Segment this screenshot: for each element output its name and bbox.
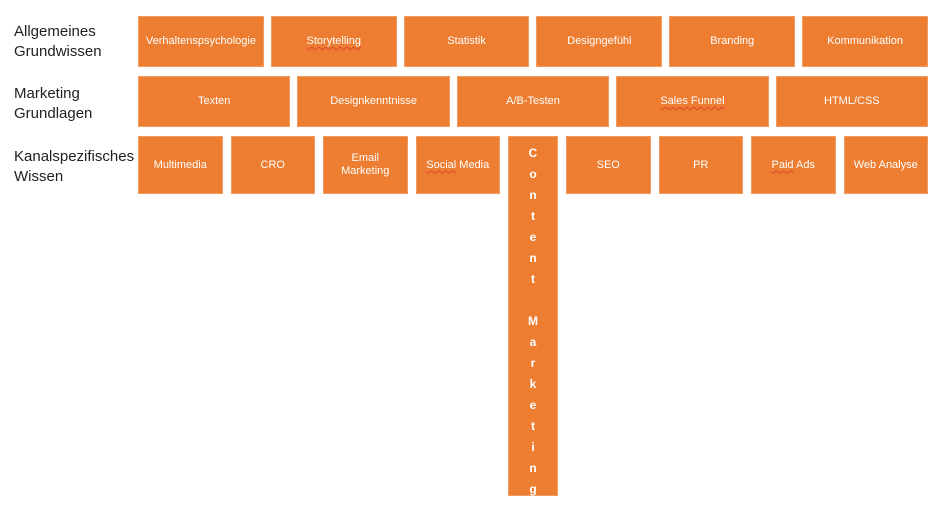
vertical-letter: e	[529, 230, 537, 244]
skill-box-seo: SEO	[566, 136, 651, 194]
skill-box-label: Storytelling	[307, 35, 361, 48]
skill-box-storytelling: Storytelling	[270, 16, 397, 67]
skill-box-designgef-hl: Designgefühl	[536, 16, 663, 67]
skill-rows: Verhaltenspsychologie Storytelling Statist…	[138, 16, 929, 496]
row-label-line: Grundlagen	[14, 105, 93, 122]
skill-box-sales-funnel: Sales Funnel	[616, 76, 769, 127]
skill-box-label: Statistik	[447, 35, 486, 47]
vertical-letter: t	[531, 419, 535, 433]
skill-box-label: Verhaltenspsychologie	[145, 35, 256, 47]
row-label-allgemeines-grundwissen: Allgemeines Grundwissen	[14, 22, 140, 62]
vertical-letter: t	[531, 272, 535, 286]
vertical-letter: g	[529, 482, 537, 496]
vertical-letter: o	[529, 167, 537, 181]
skill-box-web-analyse: Web Analyse	[843, 136, 928, 194]
skill-box-branding: Branding	[669, 16, 796, 67]
skill-box-label: Multimedia	[153, 158, 207, 171]
misspelled-word: Storytelling	[306, 35, 361, 47]
skill-box-multimedia: Multimedia	[138, 136, 223, 194]
vertical-letter: t	[531, 209, 535, 223]
row-kanalspezifisches-wissen: Multimedia CRO Email Marketing Social Media…	[138, 136, 928, 496]
row-marketing-grundlagen: Texten Designkenntnisse A/B-Testen Sales Fu…	[138, 76, 929, 127]
skill-box-label: Branding	[710, 35, 755, 47]
skill-box-label: Web Analyse	[853, 158, 918, 171]
skill-box-verhaltenspsychologie: Verhaltenspsychologie	[138, 16, 264, 67]
row-label-marketing-grundlagen: Marketing Grundlagen	[14, 84, 140, 124]
skill-box-label: HTML/CSS	[824, 95, 880, 107]
vertical-letter: n	[529, 461, 537, 475]
row-label-kanalspezifisches-wissen: Kanalspezifisches Wissen	[14, 147, 140, 187]
row-label-line: Allgemeines	[14, 23, 96, 40]
skill-box-label: Designkenntnisse	[330, 95, 418, 107]
row-label-line: Grundwissen	[14, 43, 102, 60]
vertical-letter: n	[529, 251, 537, 265]
skill-box-pr: PR	[658, 136, 743, 194]
skill-box-label: PR	[693, 158, 709, 171]
row-label-line: Marketing	[14, 85, 80, 102]
misspelled-word: Sales Funnel	[660, 95, 725, 107]
misspelled-word: Social	[426, 158, 457, 171]
vertical-letter: i	[531, 440, 535, 454]
row-label-line: Kanalspezifisches	[14, 148, 135, 165]
vertical-letter-gap	[509, 290, 557, 311]
skill-box-statistik: Statistik	[403, 16, 530, 67]
skill-box-kommunikation: Kommunikation	[802, 16, 928, 67]
row-allgemeines-grundwissen: Verhaltenspsychologie Storytelling Statist…	[138, 16, 928, 67]
skill-box-html-css: HTML/CSS	[775, 76, 929, 127]
vertical-letter: r	[530, 356, 536, 370]
vertical-letter: M	[528, 314, 538, 328]
skill-box-label: Paid Ads	[771, 158, 815, 171]
vertical-letter: e	[529, 398, 537, 412]
skill-box-a-b-testen: A/B-Testen	[456, 76, 610, 127]
skill-box-label: A/B-Testen	[506, 95, 560, 107]
vertical-letter: C	[528, 146, 538, 160]
skill-box-social-media: Social Media	[415, 136, 500, 194]
skill-box-label: CRO	[260, 158, 285, 171]
skill-box-label: SEO	[596, 158, 620, 171]
skill-box-designkenntnisse: Designkenntnisse	[297, 76, 450, 127]
skill-box-label: Sales Funnel	[660, 95, 724, 108]
skill-box-label: Kommunikation	[827, 35, 903, 47]
skill-box-label: Social Media	[426, 158, 490, 171]
skill-box-label: Texten	[197, 95, 231, 107]
misspelled-word: Paid	[771, 158, 794, 171]
skill-box-email-marketing: Email Marketing	[323, 136, 408, 194]
skill-box-label: Designgefühl	[567, 35, 632, 47]
skill-box-cro: CRO	[230, 136, 315, 194]
vertical-letter: n	[529, 188, 537, 202]
skill-box-label: Email Marketing	[341, 152, 390, 177]
row-label-line: Wissen	[14, 168, 64, 185]
vertical-letter: k	[529, 377, 537, 391]
skill-box-texten: Texten	[138, 76, 291, 127]
skill-box-paid-ads: Paid Ads	[751, 136, 836, 194]
vertical-letter: a	[529, 335, 537, 349]
